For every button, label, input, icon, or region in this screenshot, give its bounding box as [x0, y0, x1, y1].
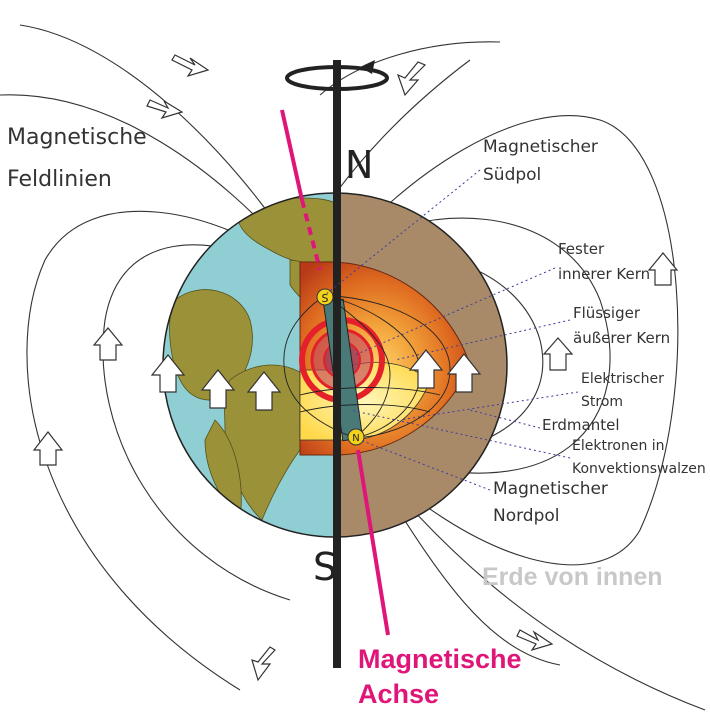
magnetic-axis-label-line1: Magnetische	[358, 644, 522, 674]
mantle-label: Erdmantel	[542, 416, 620, 434]
up-arrow-icon	[32, 431, 64, 466]
north-pole-label-line1: Magnetischer	[493, 479, 608, 499]
up-arrow-icon	[150, 354, 186, 393]
arrow-icon	[396, 61, 427, 97]
up-arrow-icon	[542, 337, 574, 371]
core-south-mark: S	[322, 292, 329, 305]
field-line-arrows	[146, 54, 554, 682]
inner-core-label-line2: innerer Kern	[558, 265, 651, 283]
north-pole-label-line2: Nordpol	[493, 506, 560, 526]
up-arrow-icon	[92, 327, 124, 361]
south-pole-label-line2: Südpol	[483, 165, 542, 185]
inner-core-label-line1: Fester	[558, 240, 605, 258]
arrow-icon	[251, 646, 276, 682]
electrons-label-line1: Elektronen in	[572, 438, 665, 454]
diagram-title: Erde von innen	[482, 563, 663, 591]
rotation-arrow-icon	[360, 60, 375, 74]
electrons-label-line2: Konvektionswalzen	[572, 461, 706, 477]
arrow-icon	[516, 629, 554, 652]
field-direction-arrows	[32, 252, 679, 466]
up-arrow-icon	[408, 349, 444, 389]
core-cutaway: S N	[283, 261, 471, 456]
leader-lines	[324, 169, 579, 491]
arrow-icon	[171, 54, 210, 78]
outer-core-label-line2: äußerer Kern	[573, 329, 671, 347]
field-lines-label-line1: Magnetische	[7, 125, 147, 150]
north-pole-label: N	[345, 143, 373, 187]
outer-core-label-line1: Flüssiger	[573, 304, 641, 322]
magnetic-axis-label-line2: Achse	[358, 679, 440, 709]
rotation-axis	[285, 60, 389, 668]
up-arrow-icon	[246, 371, 282, 411]
electric-current-label-line1: Elektrischer	[581, 371, 664, 387]
south-pole-label: S	[313, 545, 337, 589]
south-pole-label-line1: Magnetischer	[483, 137, 598, 157]
up-arrow-icon	[446, 353, 482, 393]
core-north-mark: N	[352, 433, 359, 444]
field-lines-label-line2: Feldlinien	[7, 167, 112, 192]
electric-current-label-line2: Strom	[581, 394, 624, 410]
up-arrow-icon	[200, 369, 236, 409]
magnetic-axis-line	[280, 109, 390, 636]
up-arrow-icon	[647, 252, 679, 286]
arrow-icon	[146, 99, 184, 120]
